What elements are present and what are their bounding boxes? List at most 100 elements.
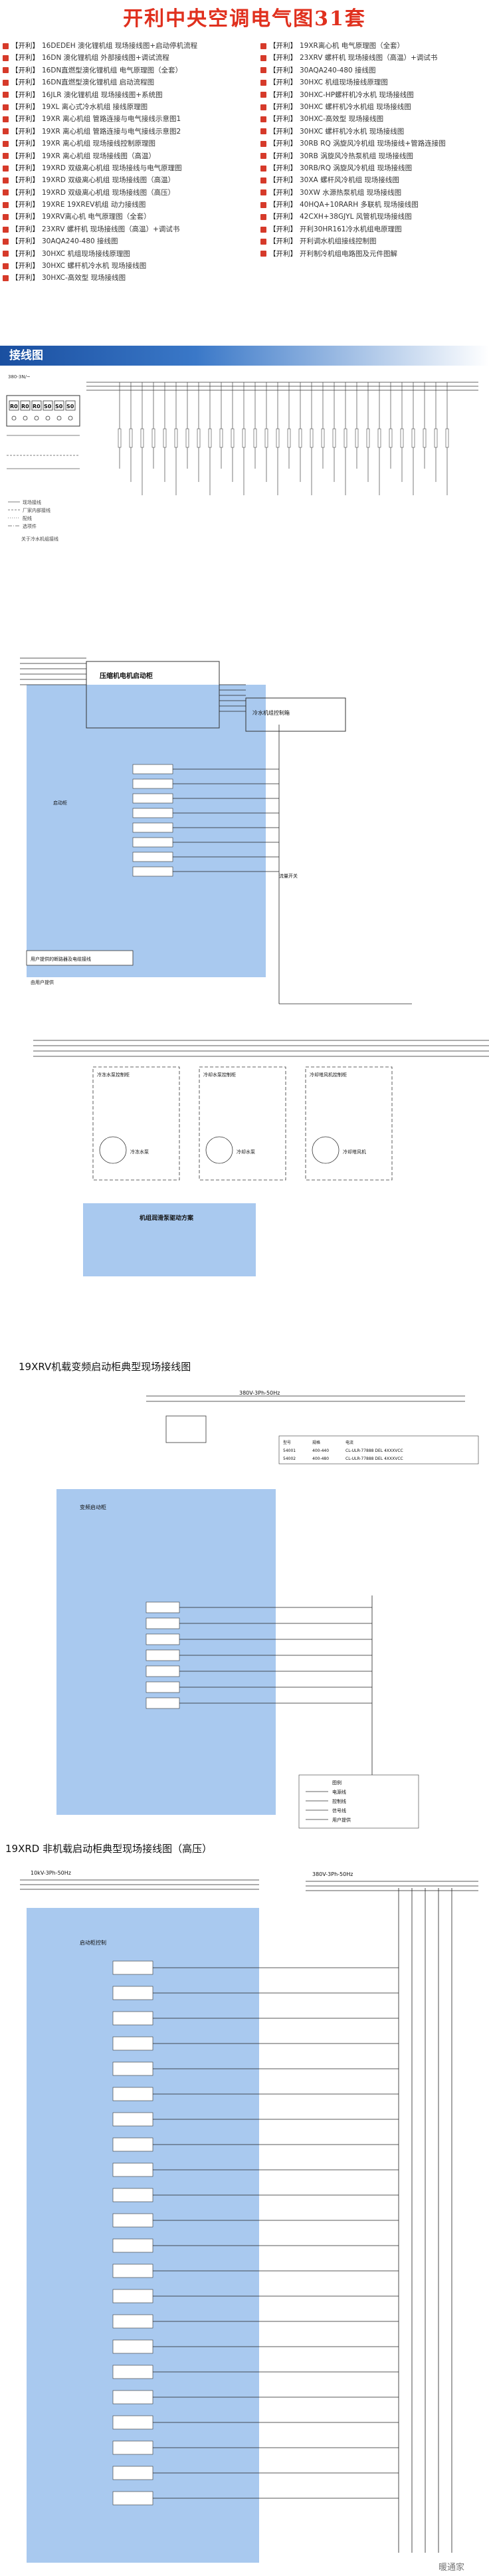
toc-item-prefix: 【开利】	[269, 54, 297, 62]
file-icon	[3, 153, 9, 160]
toc-item-right-5[interactable]: 【开利】30HXC-HP螺杆机冷水机 现场接线图	[260, 89, 486, 101]
toc-item-right-2[interactable]: 【开利】23XRV 螺杆机 现场接线图（高温）+调试书	[260, 52, 486, 64]
toc-item-prefix: 【开利】	[11, 42, 39, 50]
wire-label-box	[129, 428, 133, 448]
toc-item-prefix: 【开利】	[11, 237, 39, 246]
wire-label-box	[321, 428, 325, 448]
spec-table-header: 型号	[283, 1440, 291, 1445]
spec-table-cell: 54001	[283, 1449, 296, 1453]
legend-option: 选项件	[23, 523, 37, 529]
spec-table-cell: 400-480	[312, 1457, 329, 1461]
file-icon	[3, 116, 9, 123]
toc-item-left-20[interactable]: 【开利】30HXC-高效型 现场接线图	[3, 272, 247, 284]
file-icon	[260, 189, 266, 196]
toc-item-left-9[interactable]: 【开利】19XR 离心机组 现场接线控制原理图	[3, 138, 247, 150]
toc-item-right-7[interactable]: 【开利】30HXC-高效型 现场接线图	[260, 113, 486, 125]
file-icon	[260, 55, 266, 62]
toc-item-label: 30HXC 螺杆机冷水机 现场接线图	[42, 262, 147, 271]
watermark-text: 暖通家	[439, 2562, 464, 2573]
toc-item-left-16[interactable]: 【开利】23XRV 螺杆机 现场接线图（高温）+调试书	[3, 223, 247, 235]
terminal-strip	[112, 2061, 153, 2076]
toc-item-right-12[interactable]: 【开利】30XA 螺杆风冷机组 现场接线图	[260, 174, 486, 186]
toc-item-label: 40HQA+10RARH 多联机 现场接线图	[300, 201, 419, 209]
toc-item-left-8[interactable]: 【开利】19XR 离心机组 管路连接与电气接线示意图2	[3, 126, 247, 138]
wire-label-box	[185, 428, 189, 448]
toc-item-right-11[interactable]: 【开利】30RB/RQ 涡旋风冷机组 现场接线图	[260, 162, 486, 174]
toc-item-left-11[interactable]: 【开利】19XRD 双级离心机组 现场接线与电气原理图	[3, 162, 247, 174]
pump-panel-label: 冷却塔风机控制柜	[310, 1072, 347, 1078]
toc-item-left-19[interactable]: 【开利】30HXC 螺杆机冷水机 现场接线图	[3, 260, 247, 272]
toc-item-prefix: 【开利】	[269, 164, 297, 172]
toc-item-right-4[interactable]: 【开利】30HXC 机组现场接线原理图	[260, 76, 486, 88]
wire-label-box	[140, 428, 144, 448]
toc-item-right-1[interactable]: 【开利】19XR离心机 电气原理图（全套）	[260, 40, 486, 52]
toc-item-label: 19XR 离心机组 现场接线图（高温）	[42, 152, 156, 160]
toc-item-right-14[interactable]: 【开利】40HQA+10RARH 多联机 现场接线图	[260, 199, 486, 211]
toc-item-right-10[interactable]: 【开利】30RB 涡旋风冷热泵机组 现场接线图	[260, 150, 486, 162]
file-icon	[3, 43, 9, 49]
d3-panel-label: 机组润滑泵驱动方案	[140, 1214, 194, 1222]
toc-item-right-18[interactable]: 【开利】开利制冷机组电路图及元件图解	[260, 248, 486, 260]
toc-item-left-1[interactable]: 【开利】16DEDEH 澳化锂机组 现场接线图+启动停机流程	[3, 40, 247, 52]
toc-item-prefix: 【开利】	[269, 90, 297, 99]
wire-label-box	[174, 428, 178, 448]
file-icon	[260, 128, 266, 135]
spec-table-cell: CL-ULR-77888 DEL 4XXXVCC	[345, 1457, 403, 1461]
toc-item-left-6[interactable]: 【开利】19XL 离心式冷水机组 接线原理图	[3, 101, 247, 113]
file-icon	[260, 92, 266, 98]
toc-item-left-7[interactable]: 【开利】19XR 离心机组 管路连接与电气接线示意图1	[3, 113, 247, 125]
toc-item-left-5[interactable]: 【开利】16JLR 澳化锂机组 现场接线图+系统图	[3, 89, 247, 101]
toc-item-right-3[interactable]: 【开利】30AQA240-480 接线图	[260, 64, 486, 76]
terminal-strip	[112, 2365, 153, 2379]
toc-item-right-16[interactable]: 【开利】开利30HR161冷水机组电原理图	[260, 223, 486, 235]
toc-item-right-9[interactable]: 【开利】30RB RQ 涡旋风冷机组 现场接线+管路连接图	[260, 138, 486, 150]
toc-item-left-12[interactable]: 【开利】19XRD 双级离心机组 现场接线图（高温）	[3, 174, 247, 186]
toc-item-prefix: 【开利】	[11, 164, 39, 172]
wire-label-box	[242, 428, 246, 448]
wire-label-box	[151, 428, 155, 448]
terminal-screw	[23, 415, 28, 421]
toc-item-left-14[interactable]: 【开利】19XRE 19XREV机组 动力接线图	[3, 199, 247, 211]
toc-item-right-17[interactable]: 【开利】开利调水机组接线控制图	[260, 235, 486, 247]
terminal-strip	[146, 1665, 180, 1677]
toc-item-right-6[interactable]: 【开利】30HXC 螺杆机冷水机组 现场接线图	[260, 101, 486, 113]
terminal-strip	[146, 1601, 180, 1613]
terminal-strip	[112, 2466, 153, 2480]
toc-column-left: 【开利】16DEDEH 澳化锂机组 现场接线图+启动停机流程【开利】16DN 澳…	[3, 40, 247, 285]
toc-item-label: 19XRD 双级离心机组 现场接线与电气原理图	[42, 164, 182, 172]
terminal-label: S0	[55, 404, 63, 410]
file-icon	[3, 165, 9, 172]
wire-label-box	[411, 428, 415, 448]
toc-column-right: 【开利】19XR离心机 电气原理图（全套）【开利】23XRV 螺杆机 现场接线图…	[260, 40, 486, 260]
toc-item-left-15[interactable]: 【开利】19XRV离心机 电气原理图（全套）	[3, 211, 247, 223]
wire-label-box	[366, 428, 370, 448]
toc-item-prefix: 【开利】	[11, 152, 39, 160]
file-icon	[3, 104, 9, 110]
toc-item-left-18[interactable]: 【开利】30HXC 机组现场接线原理图	[3, 248, 247, 260]
toc-item-label: 30HXC-高效型 现场接线图	[42, 274, 126, 283]
toc-item-right-15[interactable]: 【开利】42CXH+38GJYL 风管机现场接线图	[260, 211, 486, 223]
toc-item-right-13[interactable]: 【开利】30XW 水源热泵机组 现场接线图	[260, 187, 486, 199]
d5-caption: 19XRD 非机载启动柜典型现场接线图（高压）	[5, 1843, 213, 1855]
toc-item-right-8[interactable]: 【开利】30HXC 螺杆机冷水机 现场接线图	[260, 126, 486, 138]
legend-entry: 电源线	[332, 1789, 346, 1795]
wire-label-box	[423, 428, 427, 448]
toc-item-left-3[interactable]: 【开利】16DN直燃型澳化锂机组 电气原理图（全套）	[3, 64, 247, 76]
file-icon	[260, 177, 266, 183]
toc-item-prefix: 【开利】	[11, 274, 39, 283]
wire-label-box	[219, 428, 223, 448]
toc-item-prefix: 【开利】	[11, 188, 39, 197]
d2-chiller-label: 冷水机组控制箱	[252, 709, 290, 716]
motor-label: 冷却水泵	[237, 1149, 255, 1155]
spec-table-cell: 400-440	[312, 1449, 329, 1453]
toc-item-left-10[interactable]: 【开利】19XR 离心机组 现场接线图（高温）	[3, 150, 247, 162]
toc-item-prefix: 【开利】	[11, 115, 39, 124]
toc-item-left-2[interactable]: 【开利】16DN 澳化锂机组 外部接线图+调试流程	[3, 52, 247, 64]
toc-item-left-17[interactable]: 【开利】30AQA240-480 接线图	[3, 235, 247, 247]
toc-item-left-4[interactable]: 【开利】16DN直燃型澳化锂机组 启动流程图	[3, 76, 247, 88]
terminal-box	[65, 400, 76, 411]
toc-item-left-13[interactable]: 【开利】19XRD 双级离心机组 现场接线图（高压）	[3, 187, 247, 199]
toc-item-prefix: 【开利】	[269, 237, 297, 246]
terminal-strip	[112, 2137, 153, 2152]
